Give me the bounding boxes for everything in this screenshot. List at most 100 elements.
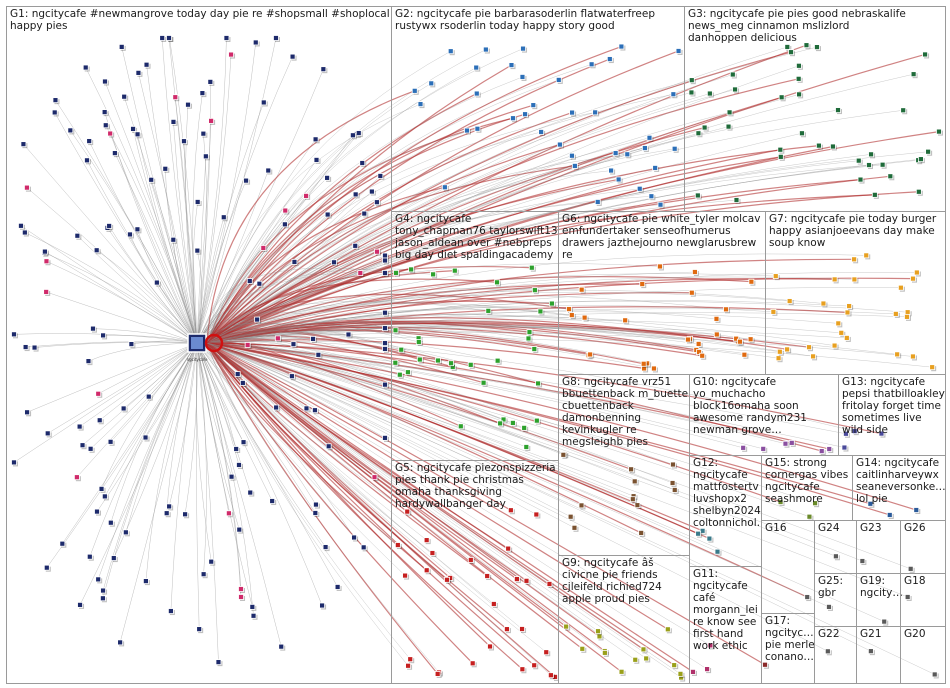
node[interactable] [601, 649, 608, 656]
node[interactable] [404, 508, 411, 515]
node[interactable] [855, 157, 862, 164]
node[interactable] [494, 357, 501, 364]
node[interactable] [760, 445, 767, 452]
node[interactable] [244, 342, 251, 348]
node[interactable] [20, 141, 27, 148]
node[interactable] [725, 123, 732, 130]
node[interactable] [145, 393, 152, 400]
node[interactable] [652, 165, 659, 171]
node[interactable] [910, 275, 916, 282]
node[interactable] [640, 646, 647, 653]
node[interactable] [578, 502, 585, 509]
node[interactable] [519, 626, 525, 632]
node[interactable] [636, 185, 643, 192]
node[interactable] [795, 75, 802, 82]
node[interactable] [560, 451, 567, 458]
node[interactable] [208, 558, 215, 565]
node[interactable] [830, 143, 836, 150]
node[interactable] [334, 584, 341, 590]
node[interactable] [587, 351, 594, 358]
node[interactable] [859, 558, 866, 564]
node[interactable] [223, 35, 230, 41]
node[interactable] [31, 344, 38, 351]
node[interactable] [563, 623, 570, 630]
node[interactable] [762, 661, 768, 668]
node[interactable] [594, 199, 601, 205]
node[interactable] [225, 510, 232, 517]
node[interactable] [504, 626, 510, 633]
node[interactable] [473, 90, 480, 97]
node[interactable] [121, 93, 128, 100]
node[interactable] [107, 130, 114, 137]
node[interactable] [430, 271, 437, 278]
node[interactable] [240, 439, 247, 446]
node[interactable] [127, 231, 133, 238]
node[interactable] [699, 352, 706, 359]
node[interactable] [373, 199, 380, 206]
node[interactable] [530, 102, 537, 109]
node[interactable] [228, 51, 234, 58]
node[interactable] [274, 335, 281, 342]
node[interactable] [93, 247, 100, 254]
node[interactable] [866, 162, 872, 168]
node[interactable] [509, 420, 516, 426]
node[interactable] [851, 256, 858, 263]
node[interactable] [128, 341, 135, 348]
node[interactable] [423, 567, 430, 574]
node[interactable] [685, 336, 691, 343]
node[interactable] [487, 643, 493, 650]
node[interactable] [826, 604, 832, 610]
node[interactable] [799, 130, 805, 137]
node[interactable] [441, 184, 448, 191]
node[interactable] [632, 656, 639, 663]
node[interactable] [568, 312, 575, 319]
node[interactable] [199, 90, 206, 97]
node[interactable] [925, 148, 932, 155]
node[interactable] [74, 232, 81, 239]
node[interactable] [726, 109, 733, 116]
node[interactable] [579, 645, 586, 652]
node[interactable] [571, 524, 578, 531]
node[interactable] [382, 270, 388, 276]
node[interactable] [494, 279, 500, 286]
node[interactable] [51, 109, 58, 116]
node[interactable] [510, 115, 516, 122]
node[interactable] [871, 191, 878, 198]
node[interactable] [467, 557, 474, 563]
node[interactable] [312, 407, 318, 414]
node[interactable] [185, 101, 191, 108]
node[interactable] [360, 544, 367, 551]
node[interactable] [101, 493, 108, 500]
node[interactable] [110, 555, 117, 561]
node[interactable] [881, 618, 888, 625]
node[interactable] [142, 578, 149, 585]
node[interactable] [835, 320, 842, 327]
node[interactable] [629, 496, 636, 503]
node[interactable] [523, 444, 530, 450]
node[interactable] [707, 642, 714, 649]
node[interactable] [531, 287, 538, 294]
node[interactable] [915, 188, 922, 195]
node[interactable] [835, 107, 841, 113]
node[interactable] [368, 188, 375, 195]
node[interactable] [159, 35, 166, 41]
node[interactable] [273, 35, 279, 41]
node[interactable] [569, 152, 575, 159]
node[interactable] [351, 534, 357, 541]
node[interactable] [428, 80, 435, 87]
node[interactable] [556, 141, 563, 148]
node[interactable] [24, 409, 30, 416]
node[interactable] [688, 89, 695, 96]
node[interactable] [907, 565, 914, 572]
node[interactable] [100, 587, 106, 594]
node[interactable] [694, 192, 701, 199]
node[interactable] [202, 153, 209, 160]
node[interactable] [291, 259, 298, 265]
node[interactable] [278, 643, 285, 650]
node[interactable] [513, 576, 520, 583]
node[interactable] [382, 257, 388, 264]
node[interactable] [732, 86, 738, 93]
node[interactable] [701, 124, 708, 131]
node[interactable] [538, 129, 545, 135]
node[interactable] [812, 500, 818, 507]
